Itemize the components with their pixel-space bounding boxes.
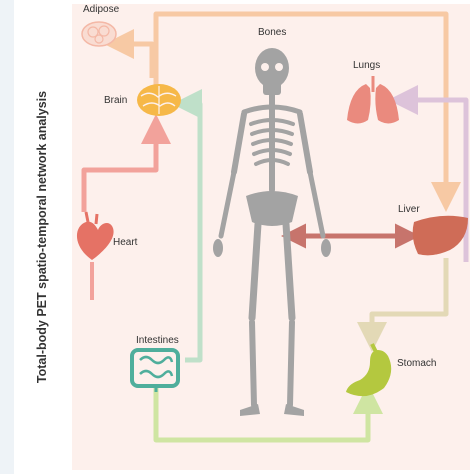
stomach-label: Stomach <box>397 358 437 369</box>
lungs-icon <box>347 76 399 124</box>
bones-label: Bones <box>258 27 287 38</box>
adipose-label: Adipose <box>83 4 120 15</box>
liver-to-lungs-path <box>388 85 469 262</box>
brain-label: Brain <box>104 95 128 106</box>
liver-icon <box>412 215 468 256</box>
heart-to-brain-path <box>81 114 171 212</box>
heart-icon <box>76 211 114 260</box>
brain-icon <box>137 84 181 116</box>
intestines-stomach-path <box>153 384 383 443</box>
intestines-label: Intestines <box>136 335 179 346</box>
intestines-icon <box>130 348 180 392</box>
side-title: Total-body PET spatio-temporal network a… <box>35 90 49 384</box>
intestines-to-brain-path <box>172 89 203 363</box>
lungs-label: Lungs <box>353 60 381 71</box>
heart-label: Heart <box>113 237 138 248</box>
liver-label: Liver <box>398 204 420 215</box>
left-panel-edge <box>0 0 14 474</box>
skeleton-icon <box>213 48 331 416</box>
stomach-icon <box>346 343 392 397</box>
brain-to-liver-path <box>153 11 461 212</box>
connections <box>81 11 469 443</box>
brain-to-adipose-path <box>104 29 155 78</box>
adipose-icon <box>81 21 117 47</box>
liver-to-stomach-path <box>357 258 449 352</box>
